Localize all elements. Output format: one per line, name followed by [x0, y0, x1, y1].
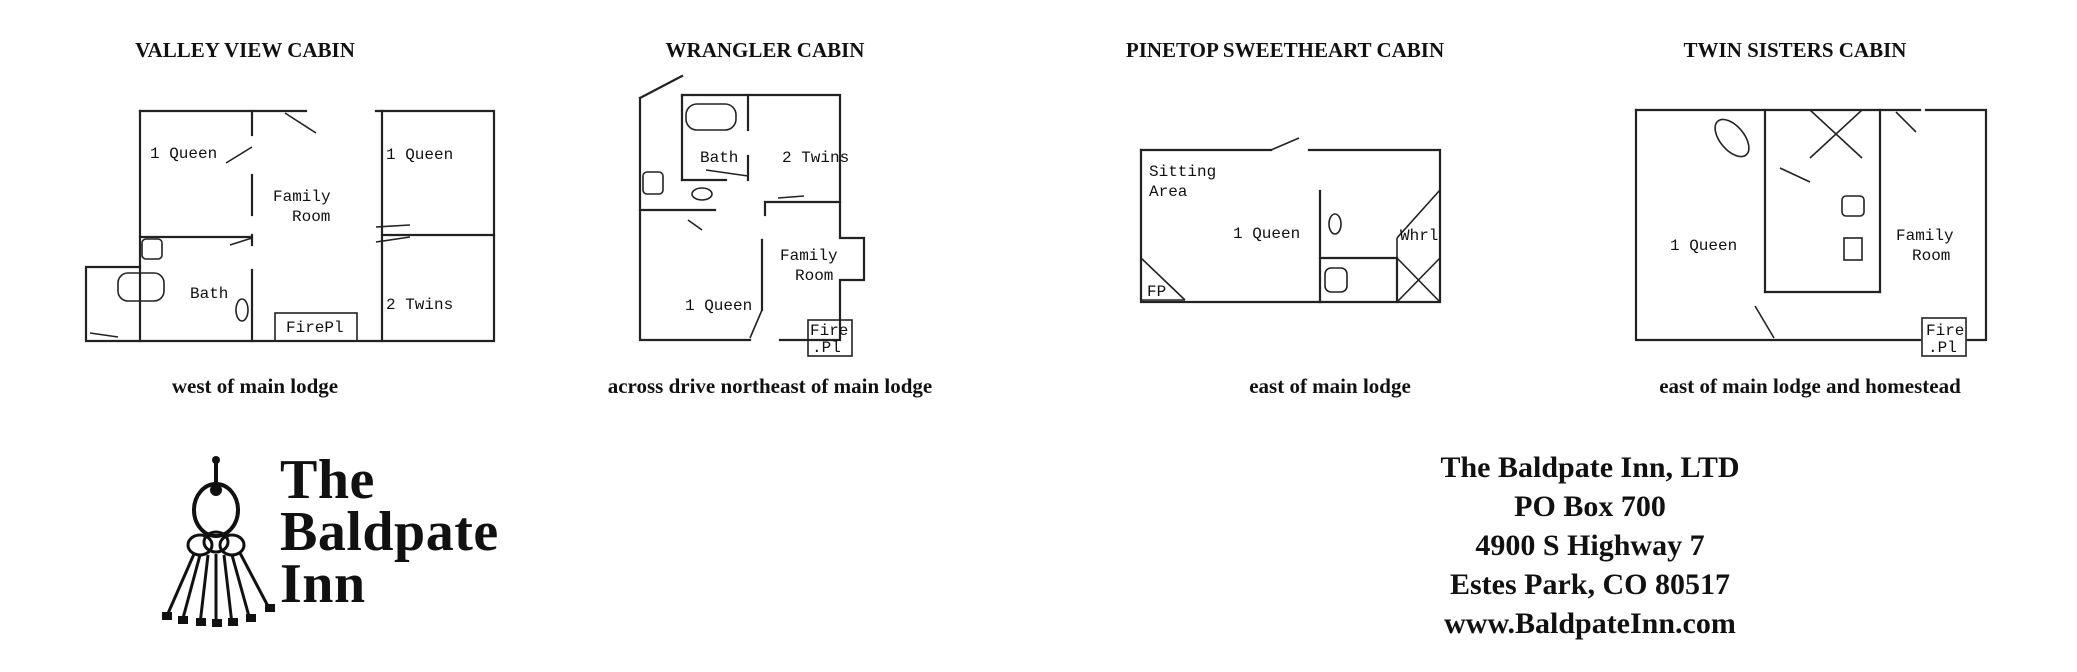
cabin-title-pinetop: PINETOP SWEETHEART CABIN	[1125, 38, 1445, 62]
walls-pinetop	[1139, 137, 1442, 304]
room-label: FirePl	[286, 319, 344, 337]
room-label: 2 Twins	[782, 149, 849, 167]
room-label: 1 Queen	[1670, 237, 1737, 255]
walls-twin-sisters	[1634, 108, 1988, 357]
floor-plan-twin-sisters: 1 Queen Family Room Fire .Pl	[1630, 100, 2010, 370]
walls-wrangler	[638, 74, 866, 357]
walls-valley-view	[84, 109, 496, 343]
baldpate-inn-logo: The Baldpate Inn	[160, 450, 560, 630]
room-label: Family	[780, 247, 838, 265]
cabin-title-wrangler: WRANGLER CABIN	[665, 38, 865, 62]
cabin-title-valley-view: VALLEY VIEW CABIN	[135, 38, 355, 62]
room-label: 1 Queen	[1233, 225, 1300, 243]
room-label: 1 Queen	[685, 297, 752, 315]
room-label: Family	[273, 188, 331, 206]
room-label: 2 Twins	[386, 296, 453, 314]
company-name: The Baldpate Inn, LTD	[1440, 451, 1740, 484]
room-label: 1 Queen	[386, 146, 453, 164]
room-label: Whrl	[1400, 227, 1438, 245]
logo-line-inn: Inn	[280, 553, 366, 615]
cabin-title-twin-sisters: TWIN SISTERS CABIN	[1683, 38, 1907, 62]
room-label: Room	[795, 267, 833, 285]
cabin-location-pinetop: east of main lodge	[1249, 374, 1411, 398]
cabin-location-twin-sisters: east of main lodge and homestead	[1659, 374, 1961, 398]
room-label: .Pl	[812, 339, 841, 357]
room-label: Family	[1896, 227, 1954, 245]
key-ring-icon	[162, 456, 275, 627]
room-label: Area	[1149, 183, 1188, 201]
room-label: Sitting	[1149, 163, 1216, 181]
floor-plan-wrangler: Bath 2 Twins Family Room 1 Queen Fire .P…	[630, 70, 930, 370]
cabin-location-wrangler: across drive northeast of main lodge	[607, 374, 933, 398]
room-label: 1 Queen	[150, 145, 217, 163]
floor-plan-pinetop-sweetheart: Sitting Area 1 Queen Whrl FP	[1135, 128, 1455, 318]
city-state-zip: Estes Park, CO 80517	[1450, 568, 1730, 601]
room-label: Fire	[1926, 322, 1964, 340]
room-label: Room	[1912, 247, 1950, 265]
room-label: Bath	[190, 285, 228, 303]
room-label: Fire	[810, 322, 848, 340]
website: www.BaldpateInn.com	[1444, 607, 1736, 640]
room-label: Bath	[700, 149, 738, 167]
cabin-location-valley-view: west of main lodge	[171, 374, 339, 398]
logo-line-baldpate: Baldpate	[280, 501, 499, 563]
room-label: Room	[292, 208, 330, 226]
room-label: .Pl	[1928, 339, 1957, 357]
room-label: FP	[1147, 283, 1166, 301]
floor-plan-valley-view: 1 Queen Family Room 1 Queen Bath 2 Twins…	[80, 105, 500, 355]
po-box: PO Box 700	[1514, 490, 1666, 523]
address-block: The Baldpate Inn, LTD PO Box 700 4900 S …	[1360, 448, 1820, 643]
logo-line-the: The	[280, 449, 375, 511]
street-address: 4900 S Highway 7	[1475, 529, 1705, 562]
